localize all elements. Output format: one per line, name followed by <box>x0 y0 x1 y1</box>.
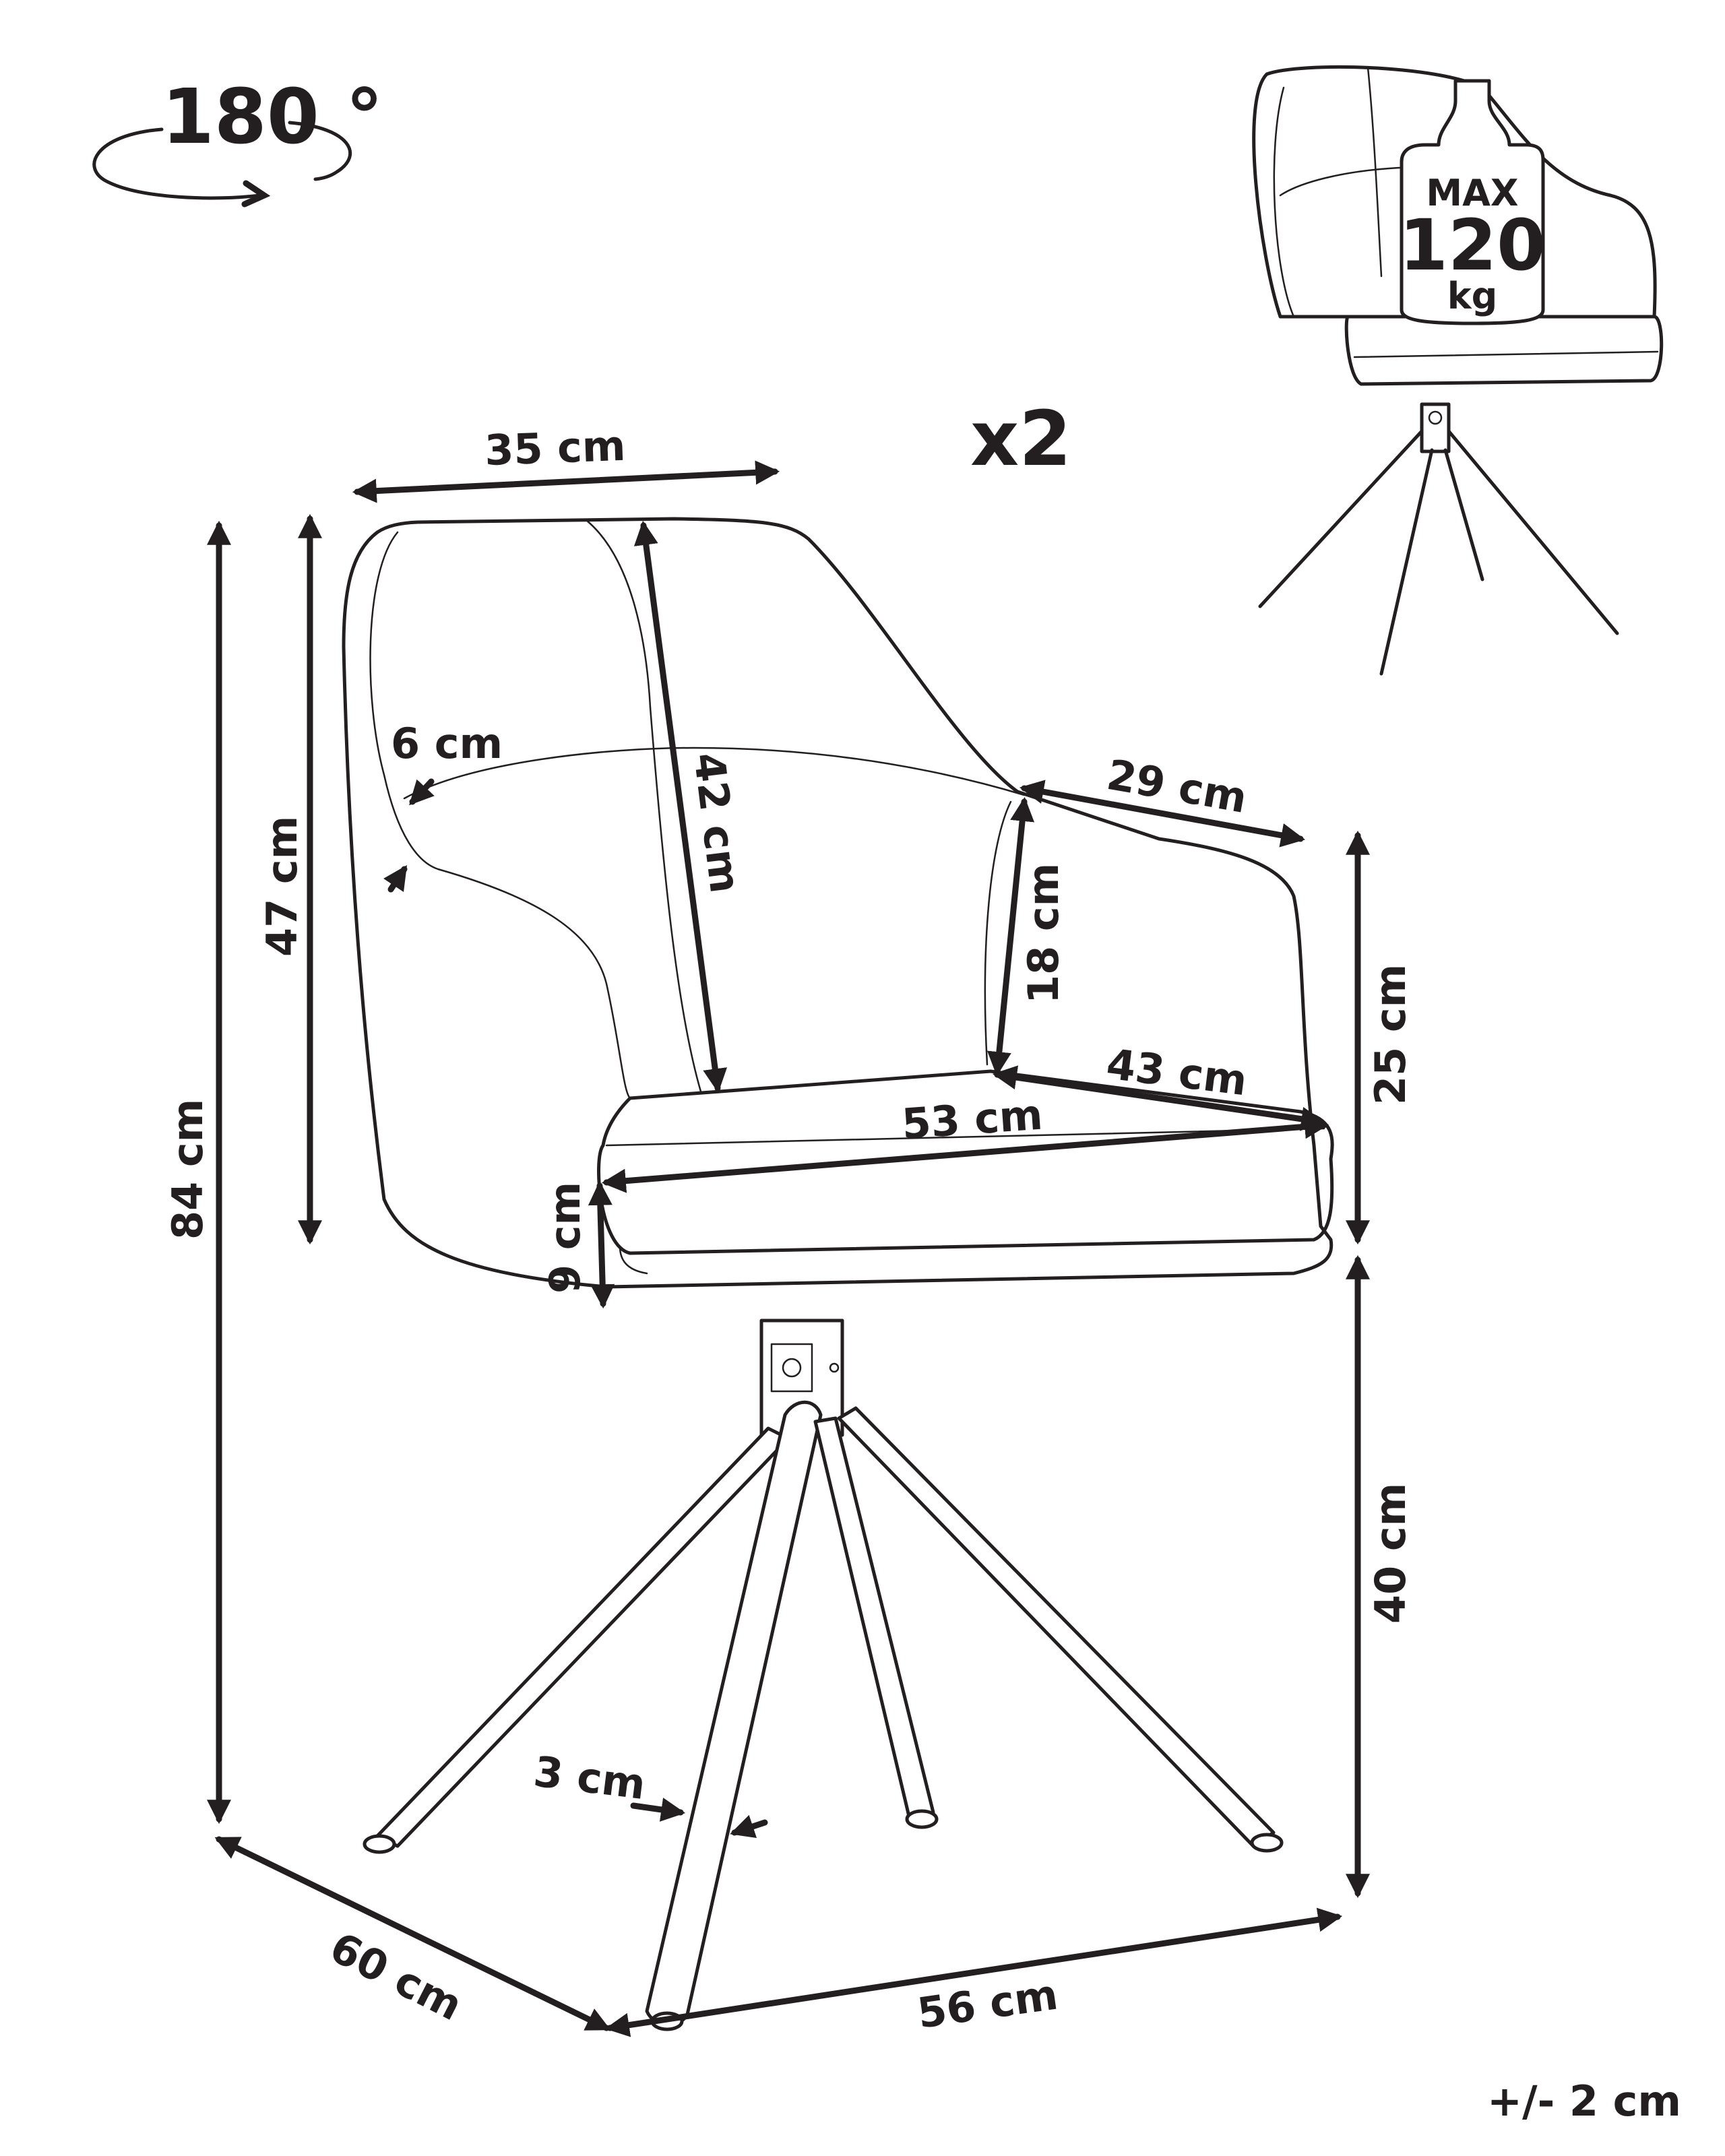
dim-backrest-height: 42 cm <box>684 750 750 896</box>
weight-capacity-chair-icon: MAX 120 kg <box>1252 65 1664 676</box>
weight-value: 120 <box>1399 204 1545 286</box>
dim-seat-height: 40 cm <box>1366 1483 1415 1624</box>
dim-total-height: 84 cm <box>163 1099 212 1240</box>
dimension-arrows <box>207 460 1370 2037</box>
dim-backrest-thickness: 6 cm <box>391 719 503 768</box>
weight-max-label: MAX <box>1426 172 1518 214</box>
dim-leg-thickness: 3 cm <box>531 1746 648 1809</box>
dim-seat-thickness: 9 cm <box>540 1182 590 1294</box>
rotation-label: 180 ° <box>162 73 383 161</box>
dim-backrest-width: 35 cm <box>484 421 627 475</box>
tolerance-note: +/- 2 cm <box>1487 2076 1681 2126</box>
dim-arm-height-from-seat: 25 cm <box>1366 964 1415 1105</box>
dim-base-depth: 60 cm <box>322 1922 470 2030</box>
dim-backrest-section-height: 47 cm <box>257 816 307 957</box>
dim-armrest-height: 18 cm <box>1019 863 1068 1004</box>
quantity-label: x2 <box>970 395 1071 483</box>
dim-armrest-length: 29 cm <box>1103 750 1251 823</box>
rotation-icon: 180 ° <box>92 73 383 208</box>
dim-seat-width: 53 cm <box>900 1090 1044 1149</box>
weight-unit: kg <box>1447 275 1498 317</box>
